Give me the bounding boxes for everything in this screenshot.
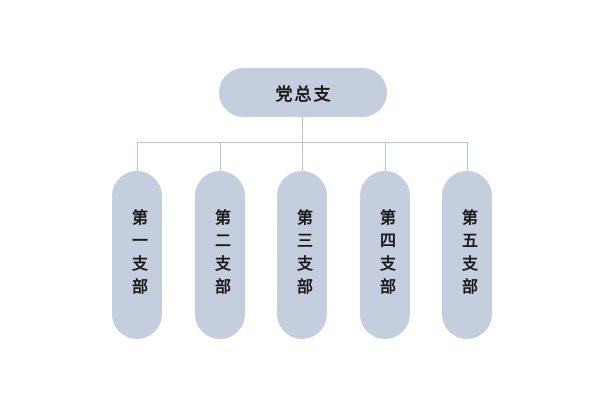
- connector-stub-branch-3: [302, 142, 303, 171]
- connector-stub-branch-5: [467, 142, 468, 171]
- org-node-branch-4-label: 第四支部: [377, 209, 394, 301]
- org-node-root-label: 党总支: [275, 85, 333, 104]
- org-node-branch-3-label: 第三支部: [294, 209, 311, 301]
- org-node-branch-2-label: 第二支部: [212, 209, 229, 301]
- connector-stub-branch-4: [385, 142, 386, 171]
- org-node-branch-3[interactable]: 第三支部: [277, 171, 327, 339]
- org-node-root[interactable]: 党总支: [219, 68, 387, 117]
- org-node-branch-5-label: 第五支部: [459, 209, 476, 301]
- connector-stub-branch-2: [220, 142, 221, 171]
- connector-root-drop-line: [302, 117, 303, 143]
- org-node-branch-5[interactable]: 第五支部: [442, 171, 492, 339]
- org-node-branch-2[interactable]: 第二支部: [195, 171, 245, 339]
- org-node-branch-4[interactable]: 第四支部: [360, 171, 410, 339]
- connector-stub-branch-1: [137, 142, 138, 171]
- org-node-branch-1-label: 第一支部: [129, 209, 146, 301]
- org-node-branch-1[interactable]: 第一支部: [112, 171, 162, 339]
